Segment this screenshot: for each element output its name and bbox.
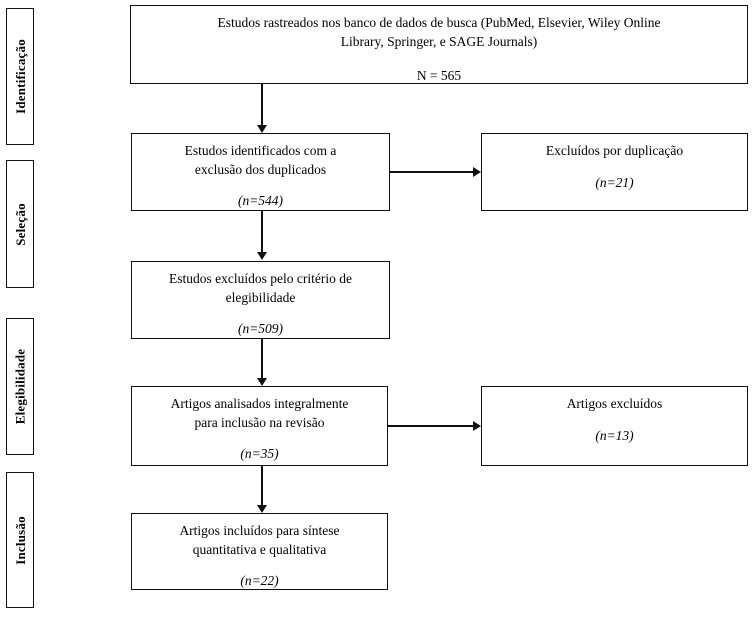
excluded-eligibility-count: (n=509): [142, 320, 379, 339]
included-synthesis-count: (n=22): [142, 572, 377, 591]
duplicates-removed-count-value: =544): [249, 193, 284, 209]
stage-box-inclusao: Inclusão: [6, 472, 34, 608]
connector-duplicates-to-eligibility: [261, 211, 263, 253]
arrowhead-records-to-duplicates: [257, 125, 267, 133]
stage-label-inclusao: Inclusão: [12, 515, 28, 565]
box-duplicates-removed: Estudos identificados com a exclusão dos…: [131, 133, 390, 211]
excluded-eligibility-line1: Estudos excluídos pelo critério de: [169, 271, 352, 286]
excluded-eligibility-count-value: =509): [249, 321, 284, 337]
excluded-eligibility-count-prefix: (: [237, 321, 243, 337]
excluded-duplicates-count-value: =21): [606, 174, 634, 190]
included-synthesis-count-value: =22): [251, 573, 279, 589]
duplicates-removed-line2: exclusão dos duplicados: [194, 161, 327, 177]
box-included-synthesis: Artigos incluídos para síntese quantitat…: [131, 513, 388, 590]
arrowhead-duplicates-to-excluded: [473, 167, 481, 177]
connector-records-to-duplicates: [261, 84, 263, 126]
connector-eligibility-to-fulltext: [261, 339, 263, 379]
records-identified-line2: Library, Springer, e SAGE Journals): [340, 33, 538, 49]
box-full-text-assessed: Artigos analisados integralmente para in…: [131, 386, 388, 466]
full-text-assessed-line2: para inclusão na revisão: [194, 414, 325, 430]
box-excluded-eligibility: Estudos excluídos pelo critério de elegi…: [131, 261, 390, 339]
articles-excluded-count: (n=13): [492, 427, 737, 446]
duplicates-removed-count-var: n: [242, 193, 250, 209]
full-text-assessed-count-var: n: [244, 446, 252, 462]
excluded-duplicates-line1: Excluídos por duplicação: [545, 143, 684, 158]
full-text-assessed-count-value: =35): [251, 446, 279, 462]
connector-fulltext-to-included: [261, 466, 263, 507]
records-identified-line1: Estudos rastreados nos banco de dados de…: [217, 15, 661, 30]
arrowhead-duplicates-to-eligibility: [257, 252, 267, 260]
articles-excluded-count-prefix: (: [595, 427, 600, 443]
stage-box-identificacao: Identificação: [6, 8, 34, 145]
included-synthesis-line2: quantitativa e qualitativa: [192, 541, 327, 557]
duplicates-removed-count-prefix: (: [237, 193, 243, 209]
box-excluded-duplicates: Excluídos por duplicação (n=21): [481, 133, 748, 211]
full-text-assessed-line1: Artigos analisados integralmente: [170, 396, 349, 411]
arrowhead-fulltext-to-articles-excluded: [473, 421, 481, 431]
stage-box-elegibilidade: Elegibilidade: [6, 318, 34, 455]
stage-box-selecao: Seleção: [6, 160, 34, 288]
duplicates-removed-count: (n=544): [142, 192, 379, 211]
excluded-duplicates-count: (n=21): [492, 174, 737, 193]
articles-excluded-line1: Artigos excluídos: [566, 396, 663, 411]
articles-excluded-count-var: n: [599, 427, 607, 443]
excluded-duplicates-count-prefix: (: [595, 174, 600, 190]
full-text-assessed-count: (n=35): [142, 445, 377, 464]
stage-label-selecao: Seleção: [12, 202, 28, 246]
excluded-eligibility-count-var: n: [242, 321, 250, 337]
connector-duplicates-to-excluded: [390, 171, 475, 173]
included-synthesis-count-var: n: [244, 573, 252, 589]
connector-fulltext-to-articles-excluded: [388, 425, 475, 427]
arrowhead-eligibility-to-fulltext: [257, 378, 267, 386]
records-identified-count: N = 565: [416, 68, 462, 84]
included-synthesis-count-prefix: (: [240, 573, 245, 589]
arrowhead-fulltext-to-included: [257, 505, 267, 513]
articles-excluded-count-value: =13): [606, 427, 634, 443]
included-synthesis-line1: Artigos incluídos para síntese: [179, 523, 340, 538]
excluded-duplicates-count-var: n: [599, 174, 607, 190]
duplicates-removed-line1: Estudos identificados com a: [184, 143, 337, 158]
stage-label-identificacao: Identificação: [12, 39, 28, 114]
box-records-identified: Estudos rastreados nos banco de dados de…: [130, 5, 748, 84]
box-articles-excluded: Artigos excluídos (n=13): [481, 386, 748, 466]
excluded-eligibility-line2: elegibilidade: [225, 289, 296, 305]
stage-label-elegibilidade: Elegibilidade: [12, 348, 28, 425]
full-text-assessed-count-prefix: (: [240, 446, 245, 462]
